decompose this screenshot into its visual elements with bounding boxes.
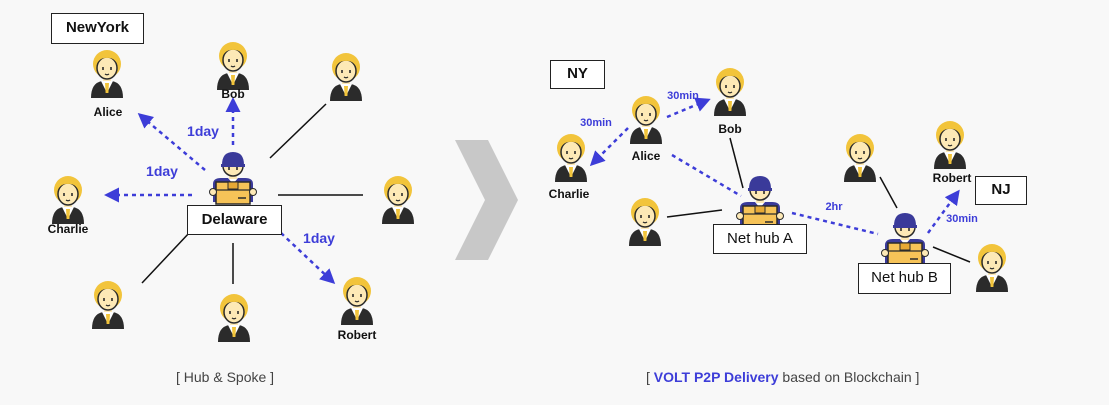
person-bob — [216, 41, 250, 91]
time-alice-bob: 30min — [667, 90, 699, 102]
hub-link — [791, 211, 879, 236]
region-label-ny: NY — [550, 60, 605, 89]
person-alice — [90, 49, 124, 99]
person-right — [975, 243, 1009, 293]
delivery-arrow-charlie — [589, 127, 629, 167]
time-charlie: 1day — [146, 163, 178, 179]
courier-hub-b-icon — [880, 212, 930, 266]
right-diagram: Alice Bob Charlie Robert 30min 30min 2hr… — [549, 67, 1009, 293]
name-charlie: Charlie — [549, 187, 590, 201]
courier-icon — [208, 151, 258, 205]
link-line — [666, 209, 723, 218]
spoke-line — [141, 231, 191, 284]
person-bottom-left — [91, 280, 125, 330]
courier-hub-a-icon — [735, 175, 785, 229]
caption-highlight: VOLT P2P Delivery — [653, 369, 779, 385]
person-left — [628, 197, 662, 247]
caption-rest: based on Blockchain ] — [778, 369, 920, 385]
caption-hub-spoke: [ Hub & Spoke ] — [176, 369, 275, 385]
time-hub-b-robert: 30min — [946, 213, 978, 225]
person-top-right — [329, 52, 363, 102]
person-charlie — [554, 133, 588, 183]
name-robert: Robert — [933, 171, 972, 185]
left-diagram: Alice Bob Charlie Robert 1day 1day 1day — [48, 41, 415, 343]
name-alice: Alice — [94, 105, 123, 119]
link-line — [879, 176, 898, 209]
name-bob: Bob — [718, 122, 741, 136]
name-robert: Robert — [338, 328, 377, 342]
person-robert — [933, 120, 967, 170]
name-bob: Bob — [221, 87, 244, 101]
time-hub-link: 2hr — [825, 201, 843, 213]
person-bottom — [217, 293, 251, 343]
delivery-arrow-alice — [137, 113, 206, 171]
caption-volt: [ VOLT P2P Delivery based on Blockchain … — [646, 369, 919, 385]
time-alice-charlie: 30min — [580, 117, 612, 129]
person-alice — [629, 95, 663, 145]
person-robert — [340, 276, 374, 326]
hub-label-delaware: Delaware — [187, 205, 282, 235]
name-alice: Alice — [632, 149, 661, 163]
delivery-arrow-robert — [280, 232, 336, 285]
chevron-right-icon — [455, 140, 518, 260]
person-right — [381, 175, 415, 225]
person-middle — [843, 133, 877, 183]
person-charlie — [51, 175, 85, 225]
time-robert: 1day — [303, 230, 335, 246]
spoke-line — [269, 103, 327, 159]
region-label-newyork: NewYork — [51, 13, 144, 44]
delivery-arrow-bob — [666, 97, 711, 119]
hub-label-a: Net hub A — [713, 224, 807, 254]
name-charlie: Charlie — [48, 222, 89, 236]
link-line — [729, 137, 744, 189]
link-line — [932, 246, 971, 263]
region-label-nj: NJ — [975, 176, 1027, 205]
hub-label-b: Net hub B — [858, 263, 951, 294]
dashed-link — [671, 153, 742, 198]
caption-open: [ — [646, 369, 654, 385]
time-alice: 1day — [187, 123, 219, 139]
person-bob — [713, 67, 747, 117]
delivery-arrow-robert — [926, 189, 960, 234]
